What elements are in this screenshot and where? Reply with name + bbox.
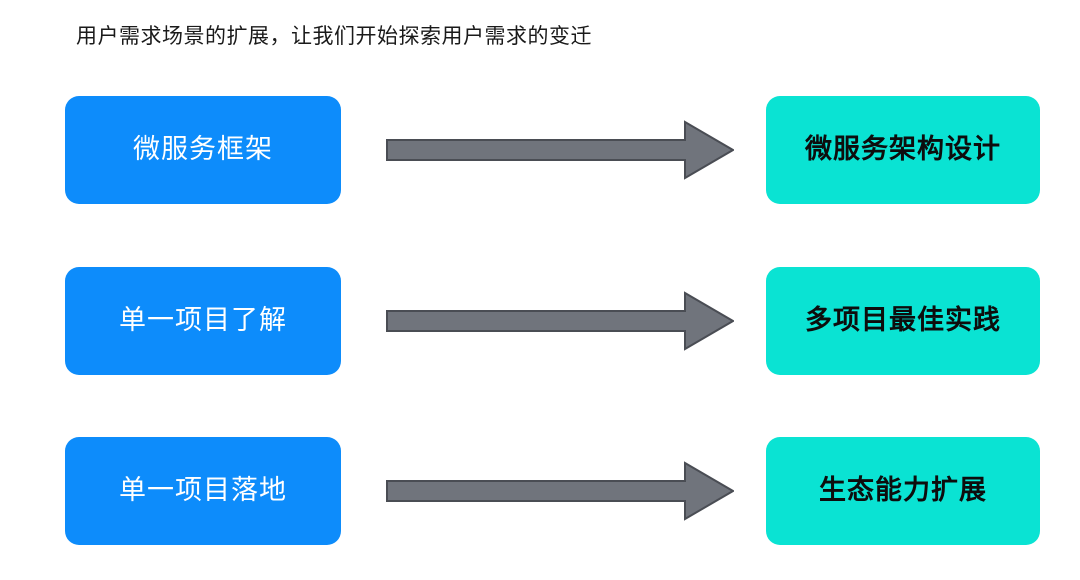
- right-block-arrow-icon: [386, 455, 734, 527]
- target-node-label: 生态能力扩展: [819, 475, 987, 506]
- target-node-0[interactable]: 微服务架构设计: [766, 96, 1040, 204]
- source-node-label: 单一项目了解: [119, 305, 287, 336]
- right-block-arrow-icon: [386, 285, 734, 357]
- source-node-2[interactable]: 单一项目落地: [65, 437, 341, 545]
- target-node-2[interactable]: 生态能力扩展: [766, 437, 1040, 545]
- target-node-label: 多项目最佳实践: [805, 305, 1001, 336]
- flow-row: 单一项目落地 生态能力扩展: [0, 437, 1080, 545]
- flow-row: 单一项目了解 多项目最佳实践: [0, 267, 1080, 375]
- source-node-label: 单一项目落地: [119, 475, 287, 506]
- source-node-1[interactable]: 单一项目了解: [65, 267, 341, 375]
- source-node-0[interactable]: 微服务框架: [65, 96, 341, 204]
- page-title: 用户需求场景的扩展，让我们开始探索用户需求的变迁: [76, 25, 592, 48]
- right-block-arrow-icon: [386, 114, 734, 186]
- target-node-label: 微服务架构设计: [805, 134, 1001, 165]
- source-node-label: 微服务框架: [133, 134, 273, 165]
- target-node-1[interactable]: 多项目最佳实践: [766, 267, 1040, 375]
- flow-row: 微服务框架 微服务架构设计: [0, 96, 1080, 204]
